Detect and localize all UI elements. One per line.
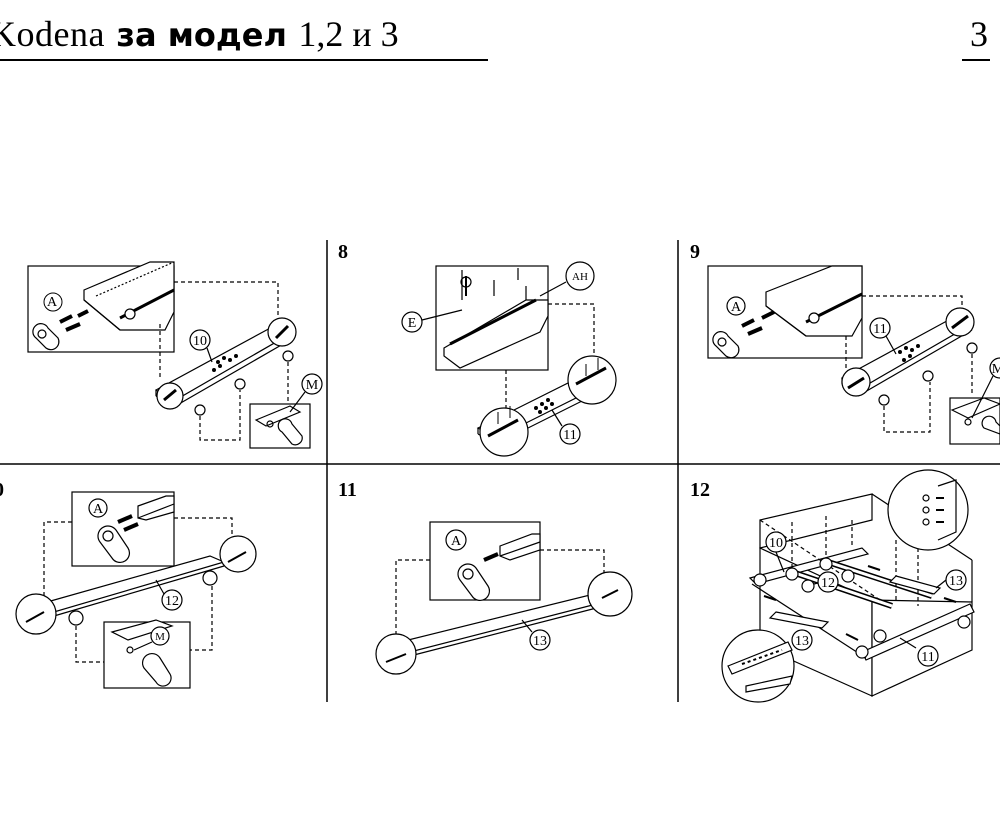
step12-label-board-b: 13 <box>949 574 963 589</box>
step9-label-cap: M <box>992 362 1000 377</box>
step12-label-board-c: 13 <box>795 634 809 649</box>
title-model-numbers: 1,2 и 3 <box>298 14 399 54</box>
step11-label-hardware: A <box>451 534 462 549</box>
step7-label-hardware: A <box>47 295 58 310</box>
step-number-9: 9 <box>690 241 700 263</box>
step12-label-board-a: 12 <box>821 576 835 591</box>
page-number: 3 <box>970 14 988 54</box>
step10-label-board: 12 <box>165 594 179 609</box>
step12-label-frame: 10 <box>769 536 783 551</box>
step8-label-screw: E <box>408 316 417 331</box>
step11-label-board: 13 <box>533 634 547 649</box>
step9-label-board: 11 <box>873 322 886 337</box>
step-number-12: 12 <box>690 479 710 501</box>
page-title: Kodena за модел 1,2 и 3 <box>0 14 399 55</box>
title-underline <box>0 59 488 61</box>
step-7-panel <box>27 261 323 449</box>
page-number-underline <box>962 59 990 61</box>
step-8-panel <box>401 261 617 457</box>
grid-lines <box>0 240 1000 702</box>
step-9-panel <box>707 265 1000 445</box>
title-model-label: за модел <box>116 16 287 54</box>
step-number-8: 8 <box>338 241 348 263</box>
step-number-10: 0 <box>0 479 4 501</box>
step-12-panel <box>721 469 975 703</box>
step-11-panel <box>375 521 633 675</box>
step10-label-hardware: A <box>93 502 104 517</box>
step10-label-cap: M <box>155 631 165 643</box>
step8-label-cover: AH <box>572 271 588 283</box>
step7-label-cap: M <box>306 378 319 393</box>
step9-label-hardware: A <box>731 300 742 315</box>
step12-label-board-d: 11 <box>921 650 934 665</box>
step8-label-board: 11 <box>563 428 576 443</box>
step-10-panel <box>15 491 257 689</box>
step-number-11: 11 <box>338 479 357 501</box>
step7-label-board: 10 <box>193 334 207 349</box>
title-model: Kodena <box>0 14 105 54</box>
